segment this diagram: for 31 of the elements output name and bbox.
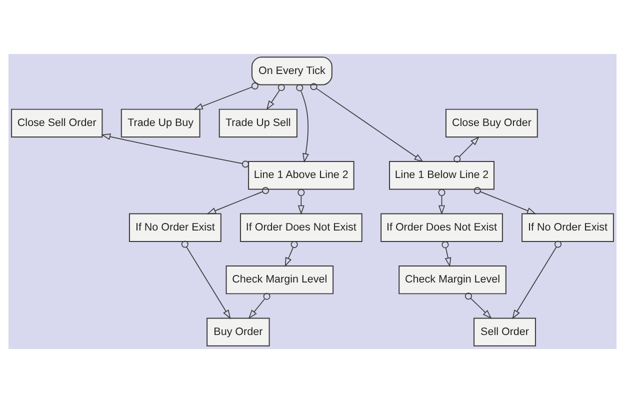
node-box: Line 1 Below Line 2: [389, 161, 494, 190]
node-box: If No Order Exist: [128, 213, 222, 242]
node-box: If Order Does Not Exist: [240, 213, 362, 242]
arrow: [298, 189, 305, 215]
arrow: [193, 82, 258, 110]
arrow: [464, 292, 492, 319]
node-box: Close Sell Order: [11, 108, 103, 138]
node-box: Buy Order: [206, 318, 270, 346]
node-box: Check Margin Level: [226, 266, 334, 294]
arrow: [284, 241, 298, 267]
arrow: [206, 186, 270, 214]
node-box: Sell Order: [474, 318, 536, 346]
arrow: [442, 241, 452, 267]
arrow: [181, 240, 231, 320]
arrow: [248, 292, 270, 319]
node-box: On Every Tick: [252, 56, 332, 86]
node-box: Line 1 Above Line 2: [248, 161, 354, 190]
arrow: [454, 136, 480, 163]
node-box: If Order Does Not Exist: [380, 213, 503, 242]
arrow: [101, 134, 249, 168]
node-box: Close Buy Order: [445, 108, 538, 138]
arrow: [310, 83, 424, 162]
arrow: [438, 189, 446, 215]
arrow: [266, 84, 285, 110]
node-box: Trade Up Buy: [120, 108, 200, 138]
arrow: [474, 186, 536, 214]
arrow: [512, 240, 562, 320]
node-box: If No Order Exist: [522, 213, 614, 242]
node-box: Trade Up Sell: [218, 108, 298, 138]
node-box: Check Margin Level: [398, 266, 506, 294]
arrow: [296, 84, 309, 163]
